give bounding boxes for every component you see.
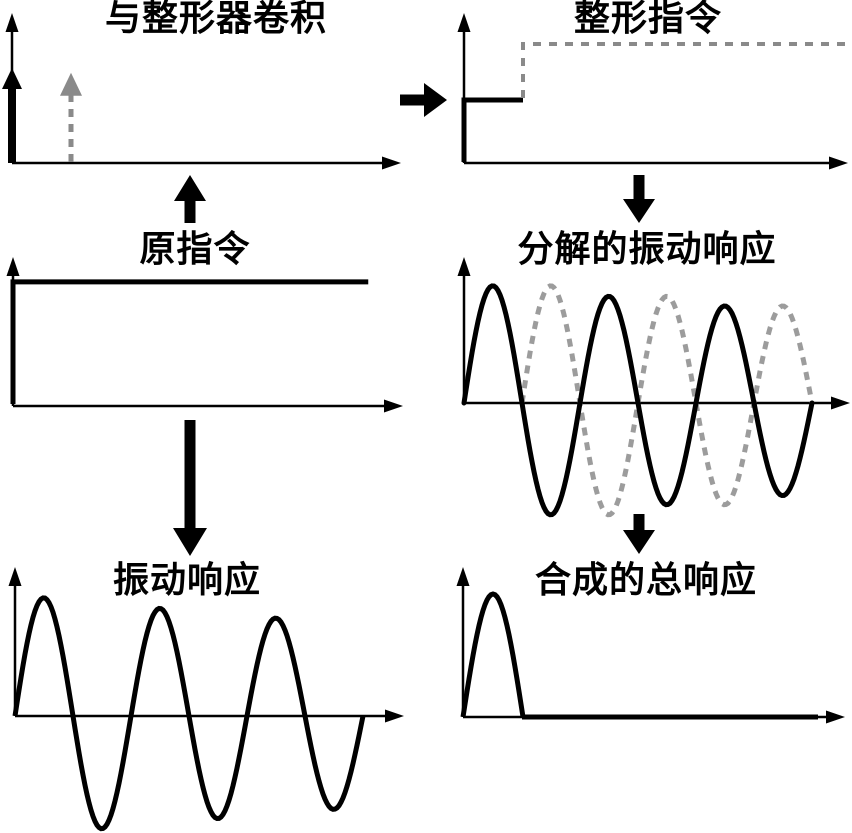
impulse-1-arrow-icon xyxy=(2,68,22,89)
oscillation-wave xyxy=(12,595,366,832)
panel-title-vibration: 振动响应 xyxy=(112,560,262,600)
x-axis-arrow-icon xyxy=(831,396,850,410)
panel-original-command xyxy=(6,257,403,413)
panel-title-total: 合成的总响应 xyxy=(534,560,758,600)
step-command-line xyxy=(10,279,369,404)
arrow-down-icon xyxy=(623,175,655,223)
arrow-right-icon xyxy=(400,83,447,117)
y-axis-arrow-icon xyxy=(457,257,471,276)
arrow-down-icon xyxy=(623,514,655,554)
x-axis-arrow-icon xyxy=(382,156,401,170)
response-2-wave-dashed xyxy=(519,283,815,518)
arrow-down-icon xyxy=(173,420,207,556)
panel-convolve xyxy=(2,13,401,170)
panel-vibration-response xyxy=(8,567,404,832)
y-axis-arrow-icon xyxy=(457,13,471,32)
response-1-wave xyxy=(461,283,815,518)
y-axis-arrow-icon xyxy=(8,567,22,586)
y-axis-arrow-icon xyxy=(5,13,19,32)
flow-arrows xyxy=(173,83,655,556)
half-sine-pulse xyxy=(460,591,526,718)
panel-shaped-command xyxy=(457,13,850,170)
panel-total-response xyxy=(456,567,845,724)
panel-title-shaped: 整形指令 xyxy=(573,0,723,38)
panel-title-original: 原指令 xyxy=(139,229,251,269)
x-axis-arrow-icon xyxy=(384,399,403,413)
x-axis-arrow-icon xyxy=(385,709,404,723)
second-step-line-dashed xyxy=(521,42,850,98)
impulse-2-arrow-icon xyxy=(60,72,82,96)
arrow-up-icon xyxy=(174,175,206,223)
first-step-line xyxy=(461,97,523,162)
panel-title-convolve: 与整形器卷积 xyxy=(104,0,328,38)
x-axis-arrow-icon xyxy=(826,710,845,724)
x-axis-arrow-icon xyxy=(829,156,848,170)
panel-decomposed-response xyxy=(457,257,850,518)
y-axis-arrow-icon xyxy=(456,567,470,586)
y-axis-arrow-icon xyxy=(6,257,20,276)
panel-title-decomposed: 分解的振动响应 xyxy=(517,229,777,269)
